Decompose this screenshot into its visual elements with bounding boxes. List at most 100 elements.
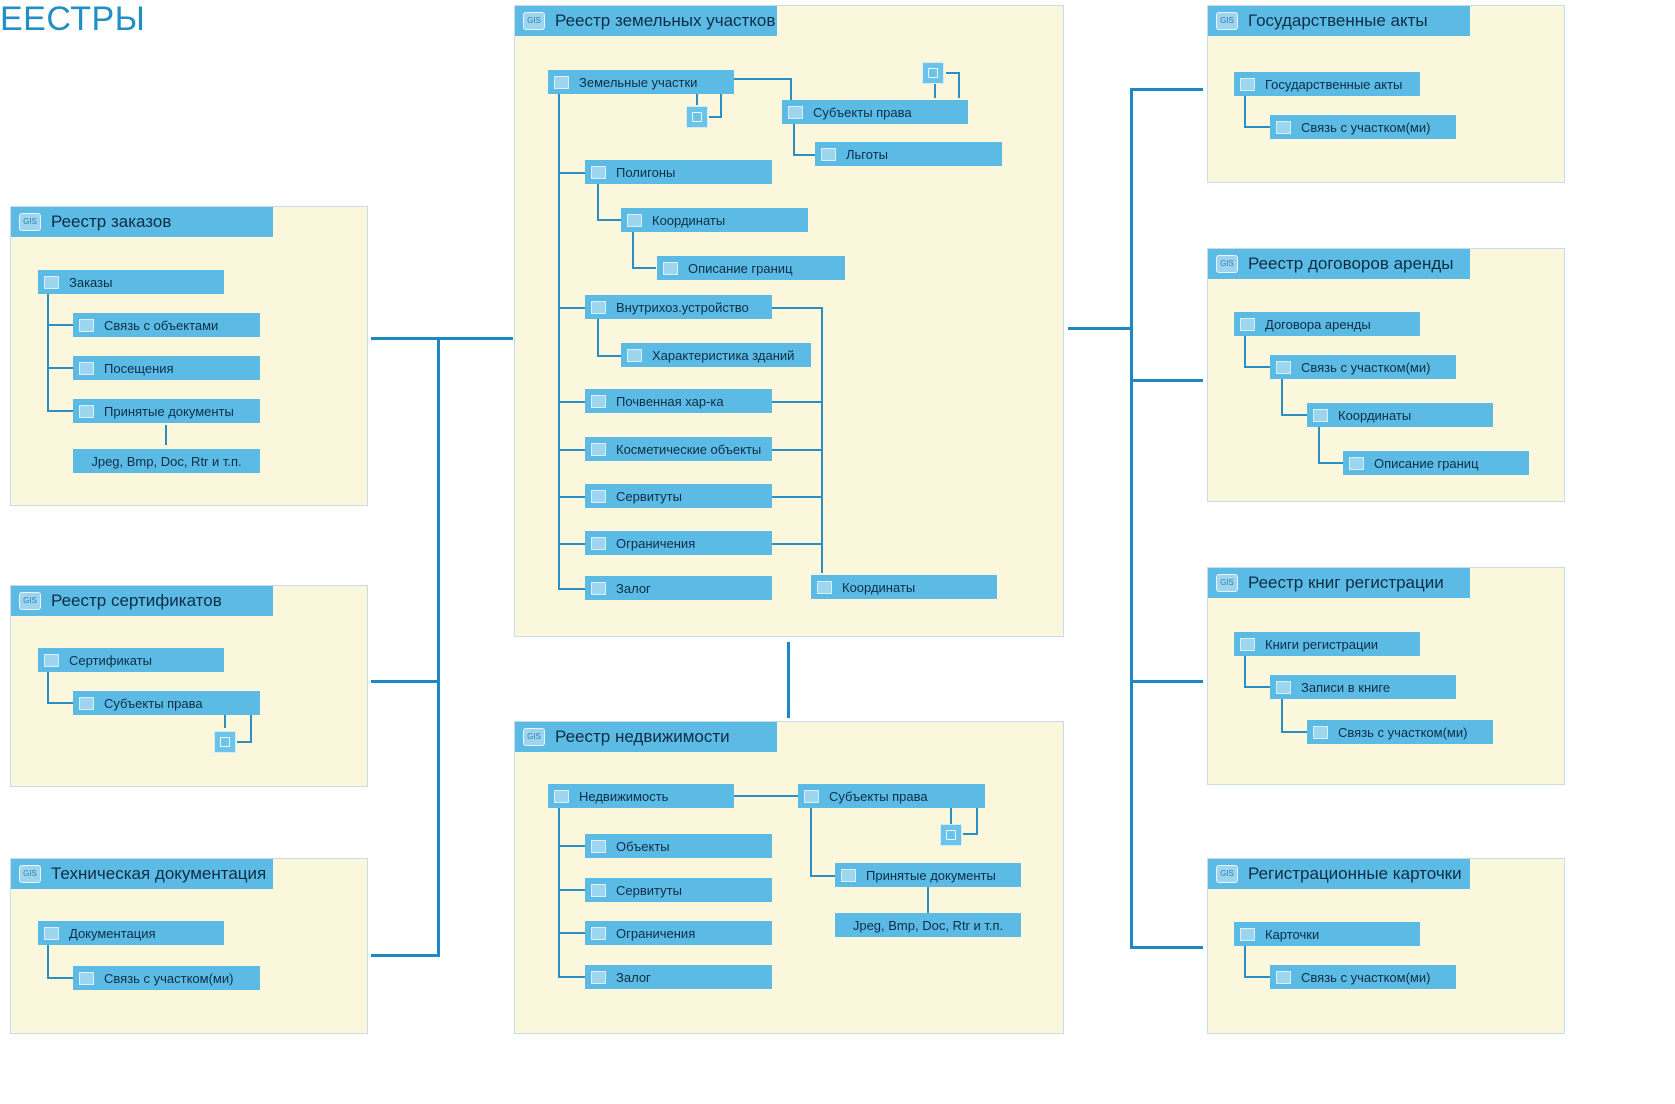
- table-visits[interactable]: Посещения: [73, 356, 260, 380]
- table-internal-structure[interactable]: Внутрихоз.устройство: [585, 295, 772, 319]
- connector: [558, 92, 560, 589]
- connector: [963, 833, 978, 835]
- table-building-characteristics[interactable]: Характеристика зданий: [621, 343, 811, 367]
- table-state-acts[interactable]: Государственные акты: [1234, 72, 1420, 96]
- table-lease-agreements[interactable]: Договора аренды: [1234, 312, 1420, 336]
- table-documentation[interactable]: Документация: [38, 921, 224, 945]
- connector: [696, 93, 698, 105]
- table-icon: [1276, 120, 1291, 134]
- table-label: Субъекты права: [813, 104, 912, 120]
- connector: [47, 410, 73, 412]
- table-restrictions[interactable]: Ограничения: [585, 531, 772, 555]
- connector: [558, 932, 586, 934]
- table-parcel-links[interactable]: Связь с участком(ми): [73, 966, 260, 990]
- bus-connector-left: [371, 337, 513, 340]
- panel-header: GIS Государственные акты: [1208, 6, 1470, 36]
- table-icon: [663, 261, 678, 275]
- table-accepted-documents[interactable]: Принятые документы: [73, 399, 260, 423]
- connector: [734, 78, 792, 80]
- table-benefits[interactable]: Льготы: [815, 142, 1002, 166]
- table-icon: [1240, 317, 1255, 331]
- table-icon: [1313, 725, 1328, 739]
- panel-title: Государственные акты: [1248, 11, 1428, 30]
- table-coordinates[interactable]: Координаты: [1307, 403, 1493, 427]
- connector: [946, 72, 960, 74]
- table-cosmetic-objects[interactable]: Косметические объекты: [585, 437, 772, 461]
- table-accepted-documents[interactable]: Принятые документы: [835, 863, 1021, 887]
- table-rights-subjects[interactable]: Субъекты права: [782, 100, 968, 124]
- table-restrictions[interactable]: Ограничения: [585, 921, 772, 945]
- table-label: Связь с участком(ми): [104, 970, 234, 986]
- table-icon: [1276, 680, 1291, 694]
- table-coordinates-shared[interactable]: Координаты: [811, 575, 997, 599]
- connector: [558, 496, 586, 498]
- connector: [558, 889, 586, 891]
- table-label: Связь с участком(ми): [1338, 724, 1468, 740]
- table-rights-subjects[interactable]: Субъекты права: [798, 784, 985, 808]
- table-icon: [591, 394, 606, 408]
- connector: [793, 154, 815, 156]
- table-label: Договора аренды: [1265, 316, 1371, 332]
- table-orders[interactable]: Заказы: [38, 270, 224, 294]
- table-pledge[interactable]: Залог: [585, 576, 772, 600]
- table-label: Сертификаты: [69, 652, 152, 668]
- connector: [720, 93, 722, 117]
- connector: [597, 219, 621, 221]
- connector: [1281, 379, 1283, 415]
- table-label: Связь с участком(ми): [1301, 119, 1431, 135]
- table-object-links[interactable]: Связь с объектами: [73, 313, 260, 337]
- table-icon: [1240, 927, 1255, 941]
- table-icon: [79, 318, 94, 332]
- table-icon: [627, 213, 642, 227]
- bus-connector-right: [1130, 946, 1203, 949]
- connector: [772, 401, 822, 403]
- connector: [558, 401, 586, 403]
- table-label: Связь с участком(ми): [1301, 359, 1431, 375]
- bus-connector-left: [371, 954, 439, 957]
- table-soil[interactable]: Почвенная хар-ка: [585, 389, 772, 413]
- table-cards[interactable]: Карточки: [1234, 922, 1420, 946]
- table-book-entries[interactable]: Записи в книге: [1270, 675, 1456, 699]
- table-coordinates[interactable]: Координаты: [621, 208, 808, 232]
- table-polygons[interactable]: Полигоны: [585, 160, 772, 184]
- bus-connector-right: [1130, 88, 1133, 948]
- table-parcel-links[interactable]: Связь с участком(ми): [1270, 965, 1456, 989]
- connector: [810, 808, 812, 876]
- panel-registration-cards: GIS Регистрационные карточки: [1207, 858, 1565, 1034]
- panel-header: GIS Реестр сертификатов: [11, 586, 273, 616]
- panel-title: Реестр книг регистрации: [1248, 573, 1444, 592]
- table-pledge[interactable]: Залог: [585, 965, 772, 989]
- table-registration-books[interactable]: Книги регистрации: [1234, 632, 1420, 656]
- bus-connector-left: [437, 337, 440, 957]
- connector: [958, 72, 960, 98]
- table-icon: [788, 105, 803, 119]
- table-boundary-description[interactable]: Описание границ: [657, 256, 845, 280]
- table-icon: [821, 147, 836, 161]
- connector: [790, 78, 792, 100]
- gis-icon: GIS: [1216, 255, 1238, 273]
- connector: [597, 319, 599, 356]
- table-land-parcels[interactable]: Земельные участки: [548, 70, 734, 94]
- table-parcel-links[interactable]: Связь с участком(ми): [1307, 720, 1493, 744]
- table-label: Координаты: [1338, 407, 1412, 423]
- table-icon: [841, 868, 856, 882]
- panel-header: GIS Реестр недвижимости: [515, 722, 777, 752]
- table-boundary-description[interactable]: Описание границ: [1343, 451, 1529, 475]
- table-certificates[interactable]: Сертификаты: [38, 648, 224, 672]
- table-rights-subjects[interactable]: Субъекты права: [73, 691, 260, 715]
- table-label: Объекты: [616, 838, 670, 854]
- table-label: Заказы: [69, 274, 113, 290]
- table-icon: [1349, 456, 1364, 470]
- table-icon: [79, 361, 94, 375]
- table-real-estate[interactable]: Недвижимость: [548, 784, 734, 808]
- bus-connector-left: [371, 680, 439, 683]
- table-easements[interactable]: Сервитуты: [585, 878, 772, 902]
- gis-icon: GIS: [19, 592, 41, 610]
- table-easements[interactable]: Сервитуты: [585, 484, 772, 508]
- table-icon: [554, 75, 569, 89]
- table-parcel-links[interactable]: Связь с участком(ми): [1270, 115, 1456, 139]
- table-label: Записи в книге: [1301, 679, 1391, 695]
- table-objects[interactable]: Объекты: [585, 834, 772, 858]
- table-parcel-links[interactable]: Связь с участком(ми): [1270, 355, 1456, 379]
- table-label: Связь с участком(ми): [1301, 969, 1431, 985]
